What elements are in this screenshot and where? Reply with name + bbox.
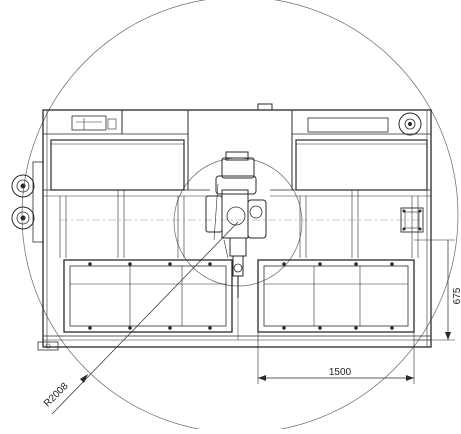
height-dimension-text: 675 <box>452 287 461 304</box>
robot-arm <box>205 151 267 298</box>
radius-dimension-text: R2008 <box>42 381 71 410</box>
wire-reel-icon <box>398 112 422 136</box>
reel-icon <box>11 174 35 198</box>
top-center-bracket <box>257 103 273 111</box>
left-top-unit <box>71 115 107 131</box>
left-reels <box>11 161 44 243</box>
right-cabinet <box>295 139 428 191</box>
left-cabinet <box>50 139 185 191</box>
right-top-unit <box>307 117 389 133</box>
reel-icon <box>11 206 35 230</box>
left-fixture <box>63 259 233 333</box>
reach-circle-outer <box>21 0 459 434</box>
outer-frame <box>42 109 432 348</box>
base-foot <box>37 341 59 351</box>
right-fixture <box>257 259 415 333</box>
radius-leader <box>51 221 239 415</box>
width-dimension-text: 1500 <box>329 367 352 378</box>
